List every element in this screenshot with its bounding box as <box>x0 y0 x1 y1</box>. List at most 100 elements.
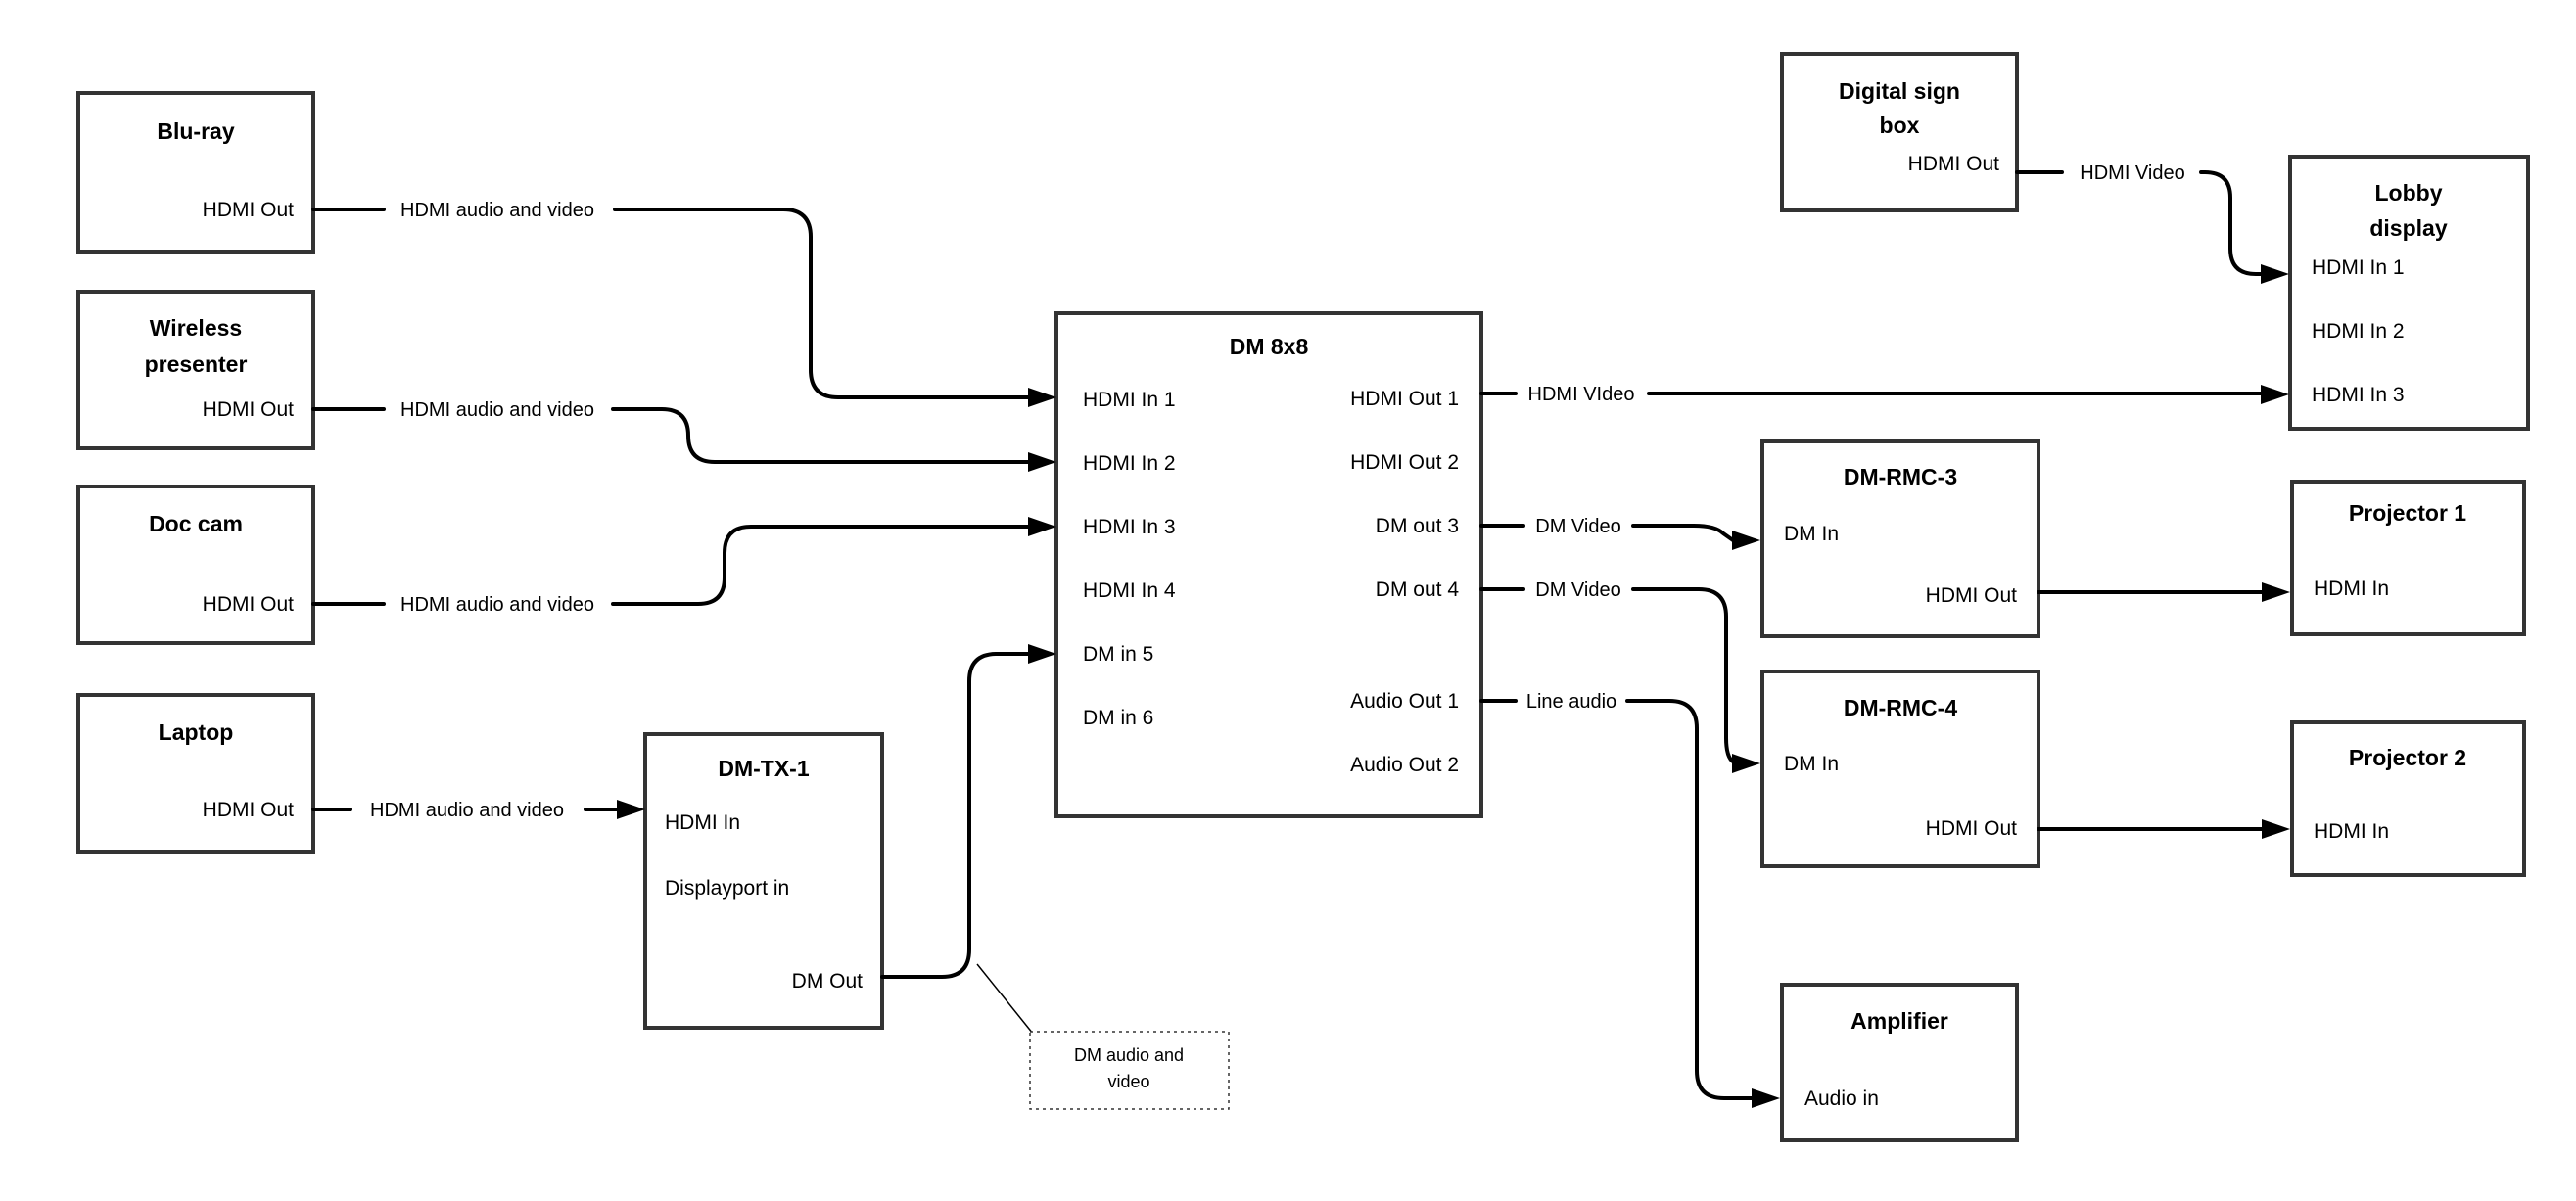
digsign-title-line2: box <box>1880 113 1920 138</box>
lobby-port-hdmi-in-1: HDMI In 1 <box>2312 256 2405 279</box>
callout-dashed-box <box>1029 1031 1230 1110</box>
dm8x8-port-hdmi-in-3: HDMI In 3 <box>1083 516 1176 538</box>
wire-wireless-run <box>611 407 1032 464</box>
lobby-box <box>2288 155 2530 431</box>
dm8x8-port-hdmi-in-1: HDMI In 1 <box>1083 389 1176 411</box>
node-amplifier: Amplifier Audio in <box>1780 983 2019 1142</box>
wire-digsign-run <box>2199 170 2264 276</box>
arrowhead-dm8x8-in1 <box>1028 388 1056 407</box>
wire-label-digsign: HDMI Video <box>2080 162 2184 184</box>
arrowhead-lobby-in1 <box>2261 264 2289 284</box>
arrowhead-proj1-hdmi-in <box>2262 582 2290 602</box>
wireless-title-line1: Wireless <box>150 315 242 341</box>
dm8x8-port-audio-out-1: Audio Out 1 <box>1350 690 1459 713</box>
wireless-port-hdmi-out: HDMI Out <box>203 398 295 421</box>
dmrmc4-box <box>1760 670 2040 868</box>
node-dm-rmc-3: DM-RMC-3 DM In HDMI Out <box>1760 439 2040 638</box>
wire-label-laptop: HDMI audio and video <box>370 800 564 821</box>
laptop-box <box>76 693 315 854</box>
dm8x8-port-dm-out-4: DM out 4 <box>1376 578 1460 601</box>
node-dm-rmc-4: DM-RMC-4 DM In HDMI Out <box>1760 670 2040 868</box>
connection-wireless-to-dm8x8-in2: HDMI audio and video <box>311 399 1056 472</box>
callout-dm-audio-video: DM audio and video <box>976 963 1230 1110</box>
digsign-box <box>1780 52 2019 212</box>
node-digital-sign-box: Digital sign box HDMI Out <box>1780 52 2019 212</box>
node-wireless-presenter: Wireless presenter HDMI Out <box>76 290 315 450</box>
dmrmc3-port-hdmi-out: HDMI Out <box>1926 584 2018 607</box>
lobby-port-hdmi-in-2: HDMI In 2 <box>2312 320 2405 343</box>
proj2-port-hdmi-in: HDMI In <box>2314 820 2389 843</box>
arrowhead-amplifier-audio-in <box>1752 1088 1780 1108</box>
wire-label-bluray: HDMI audio and video <box>400 200 594 221</box>
connection-digsign-to-lobby-in1: HDMI Video <box>2015 162 2289 284</box>
arrowhead-proj2-hdmi-in <box>2262 819 2290 839</box>
wire-label-aout1: Line audio <box>1526 691 1616 713</box>
lobby-title-line2: display <box>2369 215 2447 241</box>
amplifier-title: Amplifier <box>1850 1008 1948 1034</box>
wire-label-wireless: HDMI audio and video <box>400 399 594 421</box>
connection-laptop-to-dmtx1: HDMI audio and video <box>311 800 645 821</box>
laptop-port-hdmi-out: HDMI Out <box>203 799 295 821</box>
dmtx1-port-displayport-in: Displayport in <box>665 877 789 900</box>
arrowhead-dmtx1-hdmi-in <box>617 800 645 819</box>
lobby-port-hdmi-in-3: HDMI In 3 <box>2312 384 2405 406</box>
doccam-port-hdmi-out: HDMI Out <box>203 593 295 616</box>
arrowhead-dm8x8-in5 <box>1028 644 1056 664</box>
proj2-title: Projector 2 <box>2349 745 2466 770</box>
node-projector-1: Projector 1 HDMI In <box>2290 480 2526 636</box>
bluray-box <box>76 91 315 254</box>
node-lobby-display: Lobby display HDMI In 1 HDMI In 2 HDMI I… <box>2288 155 2530 431</box>
node-projector-2: Projector 2 HDMI In <box>2290 720 2526 877</box>
dm8x8-box <box>1054 311 1483 818</box>
dmrmc3-box <box>1760 439 2040 638</box>
dm8x8-port-dm-in-6: DM in 6 <box>1083 707 1153 729</box>
bluray-title: Blu-ray <box>157 118 234 144</box>
dmrmc3-title: DM-RMC-3 <box>1844 464 1957 489</box>
dmtx1-port-dm-out: DM Out <box>792 970 864 993</box>
dm8x8-port-hdmi-out-2: HDMI Out 2 <box>1350 451 1459 474</box>
wireless-title-line2: presenter <box>145 351 248 377</box>
dmtx1-box <box>643 732 884 1030</box>
connection-dmrmc4-to-proj2 <box>2037 819 2290 839</box>
connection-dmtx1-to-dm8x8-in5 <box>880 644 1056 979</box>
dmrmc4-port-dm-in: DM In <box>1784 753 1839 775</box>
connection-dm8x8-out3-to-dmrmc3: DM Video <box>1479 516 1760 550</box>
wireless-box <box>76 290 315 450</box>
proj1-box <box>2290 480 2526 636</box>
dm8x8-port-hdmi-in-4: HDMI In 4 <box>1083 579 1176 602</box>
callout-text-line1: DM audio and <box>1074 1045 1184 1065</box>
doccam-box <box>76 485 315 645</box>
digsign-title-line1: Digital sign <box>1839 78 1960 104</box>
digsign-port-hdmi-out: HDMI Out <box>1908 153 2000 175</box>
node-bluray: Blu-ray HDMI Out <box>76 91 315 254</box>
proj1-port-hdmi-in: HDMI In <box>2314 577 2389 600</box>
bluray-port-hdmi-out: HDMI Out <box>203 199 295 221</box>
laptop-title: Laptop <box>159 719 234 745</box>
amplifier-box <box>1780 983 2019 1142</box>
dmtx1-title: DM-TX-1 <box>718 756 809 781</box>
proj1-title: Projector 1 <box>2349 500 2466 526</box>
connection-dmrmc3-to-proj1 <box>2037 582 2290 602</box>
arrowhead-dmrmc4-dm-in <box>1732 754 1760 773</box>
wire-dmtx1-run <box>880 652 1032 979</box>
wire-bluray-run <box>613 208 1032 399</box>
connection-dm8x8-out1-to-lobby-in3: HDMI VIdeo <box>1479 384 2289 405</box>
proj2-box <box>2290 720 2526 877</box>
arrowhead-dmrmc3-dm-in <box>1732 531 1760 550</box>
node-laptop: Laptop HDMI Out <box>76 693 315 854</box>
dm8x8-port-hdmi-in-2: HDMI In 2 <box>1083 452 1176 475</box>
dm8x8-port-dm-in-5: DM in 5 <box>1083 643 1153 666</box>
dmrmc4-port-hdmi-out: HDMI Out <box>1926 817 2018 840</box>
dmtx1-port-hdmi-in: HDMI In <box>665 811 740 834</box>
wire-label-out4: DM Video <box>1535 579 1620 601</box>
dmrmc3-port-dm-in: DM In <box>1784 523 1839 545</box>
callout-leader-line <box>976 963 1034 1035</box>
connection-dm8x8-aout1-to-amplifier: Line audio <box>1479 691 1780 1108</box>
dm8x8-port-dm-out-3: DM out 3 <box>1376 515 1459 537</box>
wire-aout1-run <box>1625 699 1755 1100</box>
arrowhead-dm8x8-in2 <box>1028 452 1056 472</box>
dmrmc4-title: DM-RMC-4 <box>1844 695 1957 720</box>
doccam-title: Doc cam <box>149 511 243 536</box>
arrowhead-lobby-in3 <box>2261 385 2289 404</box>
